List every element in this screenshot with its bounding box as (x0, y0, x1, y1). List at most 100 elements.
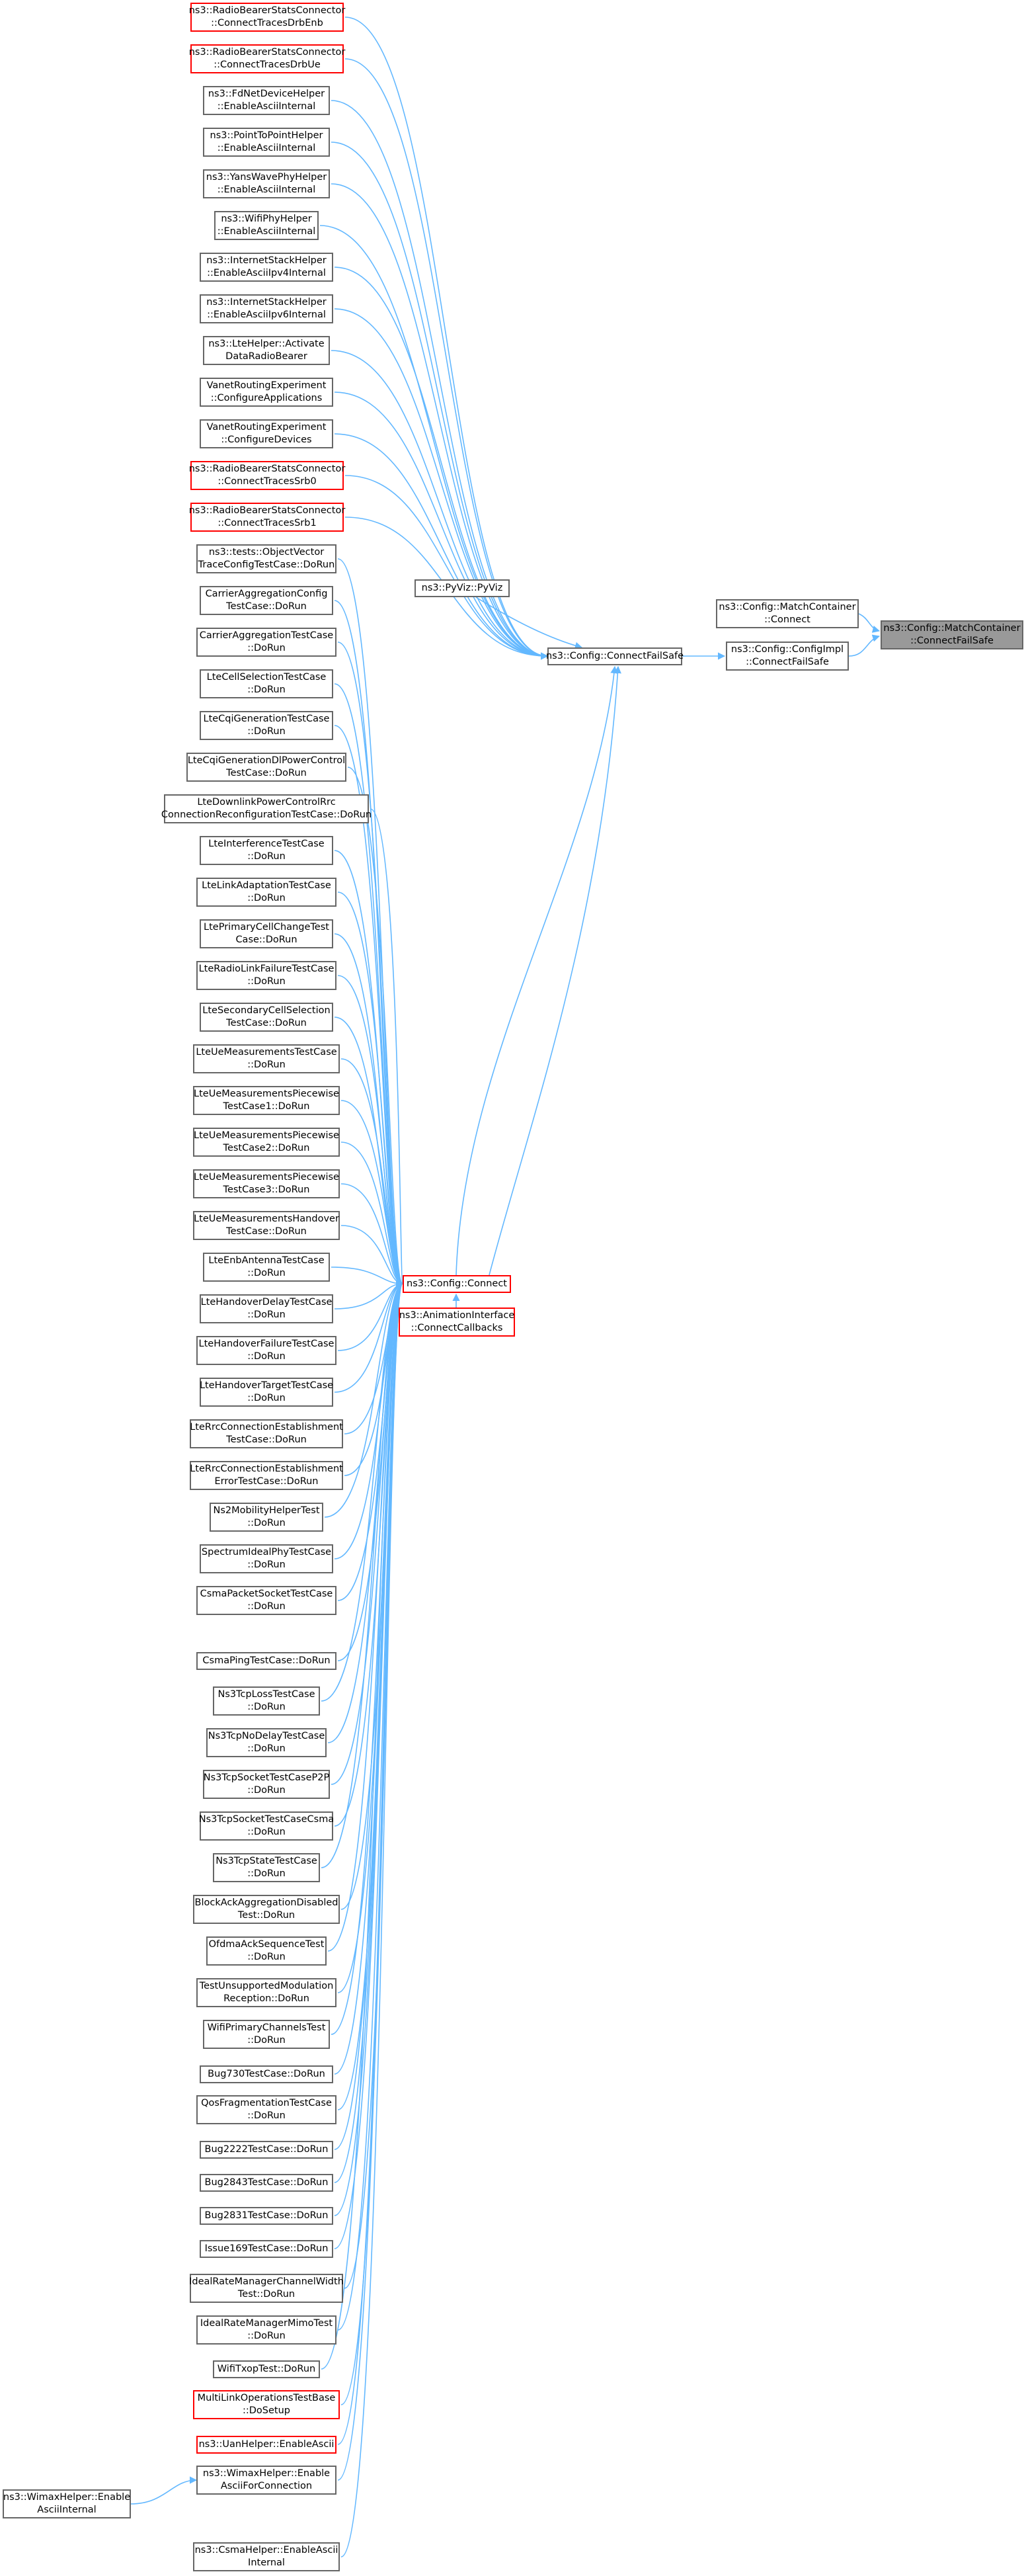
node-lte-cell-selection-test-case[interactable]: LteCellSelectionTestCase::DoRun (200, 669, 333, 698)
node-pyviz-pyviz[interactable]: ns3::PyViz::PyViz (414, 579, 510, 597)
edge-to-config-connect-25 (340, 1058, 404, 1288)
edge-to-config-connect-44 (321, 1280, 404, 1868)
node-fd-net-device-helper-enable-ascii-internal[interactable]: ns3::FdNetDeviceHelper::EnableAsciiInter… (203, 86, 330, 115)
node-lte-radio-link-failure-test-case[interactable]: LteRadioLinkFailureTestCase::DoRun (196, 961, 336, 990)
edge-to-config-connect-33 (334, 1280, 404, 1393)
node-spectrum-ideal-phy-test-case[interactable]: SpectrumIdealPhyTestCase::DoRun (200, 1544, 333, 1573)
node-wifi-primary-channels-test[interactable]: WifiPrimaryChannelsTest::DoRun (203, 2020, 330, 2049)
node-match-container-connect[interactable]: ns3::Config::MatchContainer::Connect (716, 599, 859, 628)
node-lte-interference-test-case[interactable]: LteInterferenceTestCase::DoRun (200, 836, 333, 865)
node-ns3-tcp-no-delay-test-case[interactable]: Ns3TcpNoDelayTestCase::DoRun (206, 1728, 327, 1757)
node-internet-stack-helper-enable-ascii-ipv4-internal[interactable]: ns3::InternetStackHelper::EnableAsciiIpv… (200, 253, 333, 282)
node-config-connect[interactable]: ns3::Config::Connect (403, 1275, 511, 1293)
edge-to-connect-fail-safe-2 (331, 100, 549, 660)
edge-to-connect-fail-safe-9 (334, 392, 549, 660)
edge-impl-to-focus (848, 634, 881, 657)
edge-wimax-internal (130, 2476, 198, 2505)
node-uan-helper-enable-ascii[interactable]: ns3::UanHelper::EnableAscii (196, 2436, 336, 2454)
node-radio-bearer-connect-traces-srb1[interactable]: ns3::RadioBearerStatsConnector::ConnectT… (189, 503, 345, 532)
edge-pyviz-to-fail-safe (475, 597, 583, 649)
node-match-container-connect-fail-safe-focus: ns3::Config::MatchContainer::ConnectFail… (881, 620, 1023, 649)
node-issue169-test-case[interactable]: Issue169TestCase::DoRun (200, 2240, 333, 2258)
node-config-connect-fail-safe[interactable]: ns3::Config::ConnectFailSafe (546, 647, 684, 665)
node-vanet-routing-configure-applications[interactable]: VanetRoutingExperiment::ConfigureApplica… (200, 378, 333, 407)
node-internet-stack-helper-enable-ascii-ipv6-internal[interactable]: ns3::InternetStackHelper::EnableAsciiIpv… (200, 294, 333, 323)
edge-to-connect-fail-safe-7 (334, 308, 549, 660)
node-ofdma-ack-sequence-test[interactable]: OfdmaAckSequenceTest::DoRun (206, 1936, 327, 1966)
node-ns3-tcp-loss-test-case[interactable]: Ns3TcpLossTestCase::DoRun (213, 1686, 320, 1716)
node-qos-fragmentation-test-case[interactable]: QosFragmentationTestCase::DoRun (196, 2095, 336, 2124)
node-lte-enb-antenna-test-case[interactable]: LteEnbAntennaTestCase::DoRun (203, 1253, 330, 1282)
node-animation-interface-connect-callbacks[interactable]: ns3::AnimationInterface::ConnectCallback… (399, 1308, 515, 1337)
edge-to-config-connect-19 (370, 808, 404, 1286)
node-lte-cqi-generation-test-case[interactable]: LteCqiGenerationTestCase::DoRun (200, 711, 333, 740)
edge-to-connect-fail-safe-4 (331, 183, 549, 660)
node-config-impl-connect-fail-safe[interactable]: ns3::Config::ConfigImpl::ConnectFailSafe (726, 642, 849, 671)
edge-to-config-connect-27 (340, 1142, 404, 1288)
node-point-to-point-helper-enable-ascii-internal[interactable]: ns3::PointToPointHelper::EnableAsciiInte… (203, 128, 330, 157)
edge-to-connect-fail-safe-11 (344, 475, 549, 660)
node-wifi-txop-test[interactable]: WifiTxopTest::DoRun (213, 2360, 320, 2378)
node-lte-handover-target-test-case[interactable]: LteHandoverTargetTestCase::DoRun (200, 1378, 333, 1407)
node-wifi-phy-helper-enable-ascii-internal[interactable]: ns3::WifiPhyHelper::EnableAsciiInternal (214, 211, 319, 240)
node-lte-link-adaptation-test-case[interactable]: LteLinkAdaptationTestCase::DoRun (196, 878, 336, 907)
node-multi-link-operations-test-base-do-setup[interactable]: MultiLinkOperationsTestBase::DoSetup (193, 2390, 340, 2419)
node-ns2-mobility-helper-test[interactable]: Ns2MobilityHelperTest::DoRun (210, 1503, 323, 1532)
edge-to-config-connect-13 (337, 558, 404, 1288)
node-vanet-routing-configure-devices[interactable]: VanetRoutingExperiment::ConfigureDevices (200, 419, 333, 448)
node-lte-ue-measurements-test-case[interactable]: LteUeMeasurementsTestCase::DoRun (193, 1044, 340, 1073)
edge-to-config-connect-46 (327, 1280, 404, 1952)
edge-to-config-connect-26 (340, 1100, 404, 1288)
edge-to-config-connect-17 (334, 725, 404, 1288)
edge-connect-to-fail-safe-b (489, 665, 621, 1276)
edge-to-config-connect-42 (331, 1280, 404, 1785)
node-bug2831-test-case[interactable]: Bug2831TestCase::DoRun (200, 2207, 333, 2225)
node-csma-packet-socket-test-case[interactable]: CsmaPacketSocketTestCase::DoRun (196, 1586, 336, 1615)
node-lte-handover-delay-test-case[interactable]: LteHandoverDelayTestCase::DoRun (200, 1294, 333, 1323)
node-ns3-tcp-socket-test-case-csma[interactable]: Ns3TcpSocketTestCaseCsma::DoRun (199, 1811, 334, 1841)
edge-match-connect-to-focus (858, 613, 881, 633)
node-ns3-tcp-state-test-case[interactable]: Ns3TcpStateTestCase::DoRun (213, 1853, 320, 1882)
edge-to-connect-fail-safe-0 (344, 17, 549, 660)
node-ns3-tcp-socket-test-case-p2p[interactable]: Ns3TcpSocketTestCaseP2P::DoRun (203, 1770, 330, 1799)
node-radio-bearer-connect-traces-srb0[interactable]: ns3::RadioBearerStatsConnector::ConnectT… (189, 461, 345, 490)
node-csma-ping-test-case[interactable]: CsmaPingTestCase::DoRun (196, 1652, 336, 1670)
node-lte-handover-failure-test-case[interactable]: LteHandoverFailureTestCase::DoRun (196, 1336, 336, 1365)
edge-to-connect-fail-safe-6 (334, 267, 549, 660)
node-bug730-test-case[interactable]: Bug730TestCase::DoRun (200, 2065, 333, 2083)
edge-to-config-connect-21 (337, 892, 404, 1288)
node-bug2843-test-case[interactable]: Bug2843TestCase::DoRun (200, 2174, 333, 2192)
edge-to-connect-fail-safe-3 (331, 142, 549, 660)
node-radio-bearer-connect-traces-drb-enb[interactable]: ns3::RadioBearerStatsConnector::ConnectT… (189, 3, 345, 32)
node-radio-bearer-connect-traces-drb-ue[interactable]: ns3::RadioBearerStatsConnector::ConnectT… (189, 44, 345, 73)
edge-to-config-connect-28 (340, 1183, 404, 1288)
node-carrier-aggregation-test-case[interactable]: CarrierAggregationTestCase::DoRun (196, 628, 336, 657)
node-bug2222-test-case[interactable]: Bug2222TestCase::DoRun (200, 2141, 333, 2159)
node-yans-wave-phy-helper-enable-ascii-internal[interactable]: ns3::YansWavePhyHelper::EnableAsciiInter… (203, 169, 330, 198)
edge-to-config-connect-36 (324, 1280, 404, 1518)
edge-to-connect-fail-safe-8 (331, 350, 549, 660)
edge-to-config-connect-15 (337, 642, 404, 1288)
edge-connect-to-fail-safe (455, 665, 618, 1276)
node-ideal-rate-manager-mimo-test[interactable]: IdealRateManagerMimoTest::DoRun (196, 2315, 336, 2345)
